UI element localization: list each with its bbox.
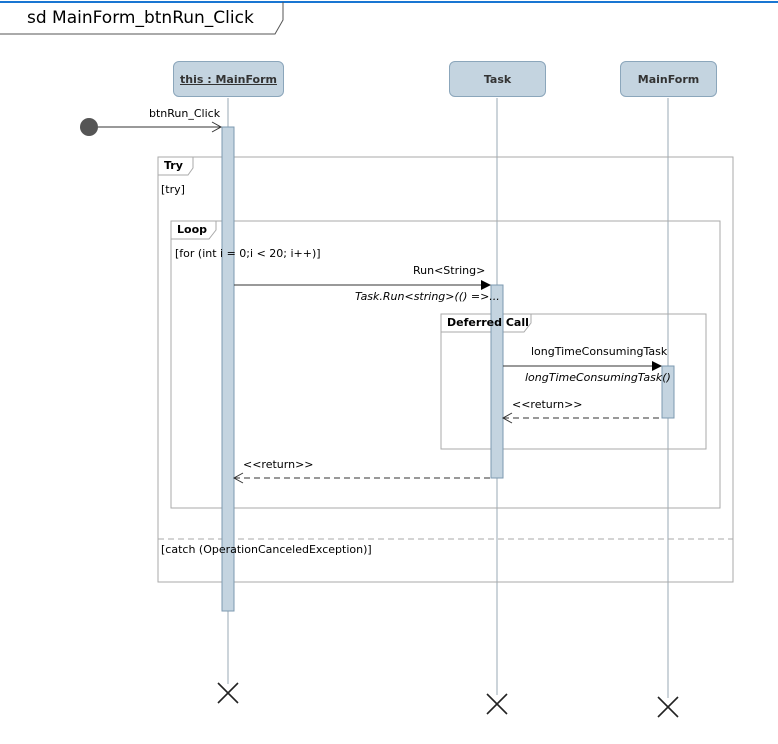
long-message-label: longTimeConsumingTask — [531, 345, 668, 358]
return-outer-arrow — [232, 472, 244, 484]
entry-message-arrow — [211, 121, 223, 133]
loop-fragment — [170, 220, 721, 509]
activation-task — [490, 284, 504, 479]
return-inner-label: <<return>> — [512, 398, 583, 411]
deferred-fragment — [440, 313, 707, 450]
try-fragment-tab — [158, 157, 194, 176]
loop-guard: [for (int i = 0;i < 20; i++)] — [175, 247, 321, 260]
try-fragment-label: Try — [164, 159, 183, 172]
lifeline-task-label: Task — [483, 72, 512, 86]
lifeline-task[interactable]: Task — [449, 61, 546, 97]
lifeline-this-label: this : MainForm — [180, 72, 277, 86]
lifeline-mainform-label: MainForm — [637, 72, 700, 86]
activation-mainform — [661, 365, 675, 419]
lifeline-mainform[interactable]: MainForm — [620, 61, 717, 97]
deferred-fragment-label: Deferred Call — [447, 316, 529, 329]
run-message-label: Run<String> — [413, 264, 486, 277]
activation-this — [221, 126, 235, 612]
run-message-arrow — [481, 280, 491, 290]
try-guard: [try] — [161, 183, 185, 196]
run-message-sublabel: Task.Run<string>(() =>... — [355, 290, 500, 303]
destroy-this-icon — [217, 682, 239, 704]
long-message-arrow — [652, 361, 662, 371]
frame-title: sd MainForm_btnRun_Click — [27, 8, 254, 28]
deferred-fragment-tab — [441, 314, 532, 333]
loop-fragment-tab — [171, 221, 217, 240]
initial-node — [80, 118, 98, 136]
try-fragment — [157, 156, 734, 583]
entry-message-label: btnRun_Click — [149, 107, 221, 120]
return-outer-label: <<return>> — [243, 458, 314, 471]
long-message-sublabel: longTimeConsumingTask() — [525, 371, 671, 384]
destroy-task-icon — [486, 693, 508, 715]
destroy-mainform-icon — [657, 696, 679, 718]
loop-fragment-label: Loop — [177, 223, 207, 236]
frame-title-tab — [0, 2, 284, 35]
lifeline-this-mainform[interactable]: this : MainForm — [173, 61, 284, 97]
catch-guard: [catch (OperationCanceledException)] — [161, 543, 372, 556]
return-inner-arrow — [501, 412, 513, 424]
